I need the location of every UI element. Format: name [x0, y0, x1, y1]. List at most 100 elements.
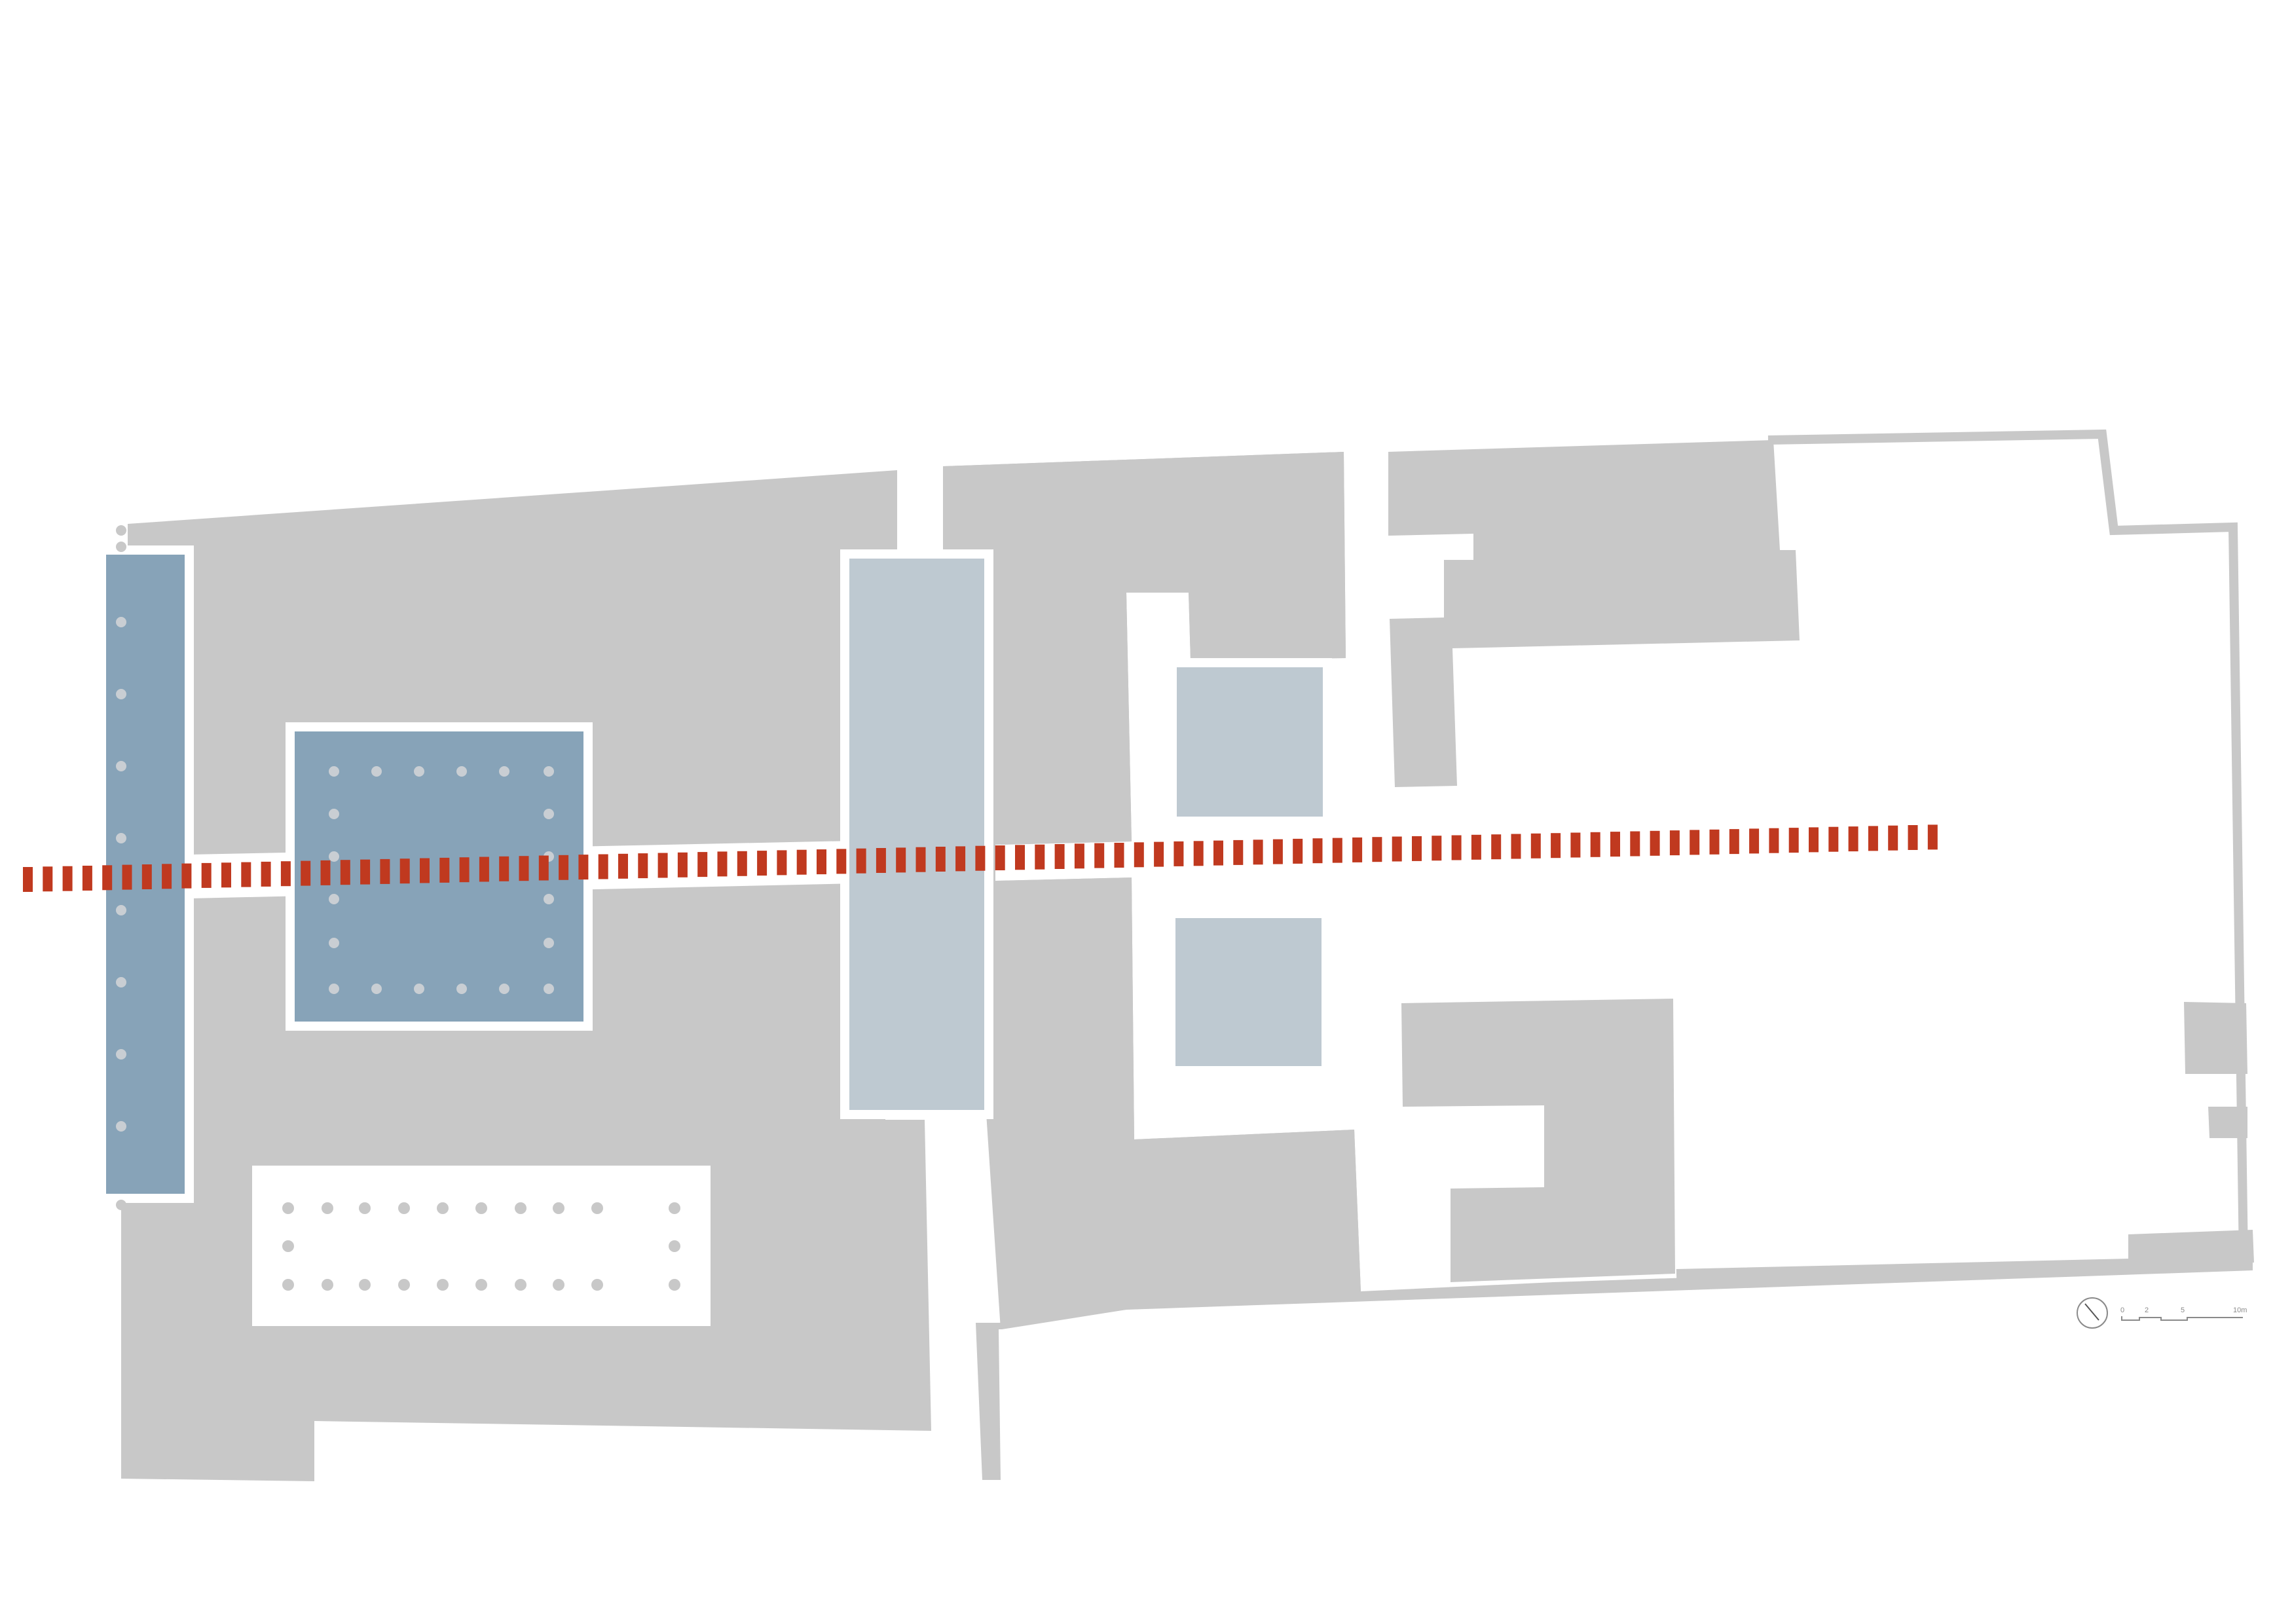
- axis-dash: [538, 855, 549, 881]
- axis-dash: [1193, 841, 1204, 866]
- column-dot: [359, 1279, 371, 1291]
- column-dot: [456, 766, 467, 777]
- axis-dash: [1352, 837, 1363, 862]
- axis-dash: [1134, 842, 1144, 868]
- axis-dash: [1868, 826, 1878, 851]
- axis-dash: [1927, 824, 1938, 850]
- column-dot: [499, 984, 509, 994]
- central-compound: [943, 452, 2253, 1480]
- column-dot: [669, 1240, 680, 1252]
- axis-dash: [459, 857, 470, 883]
- axis-dash: [82, 866, 92, 891]
- scale-tick-2: 2: [2145, 1306, 2149, 1314]
- axis-dash: [796, 849, 807, 875]
- axis-dash: [1888, 825, 1898, 851]
- column-dot: [515, 1202, 527, 1214]
- column-dot: [544, 809, 554, 819]
- axis-dash: [1650, 830, 1660, 856]
- column-dot: [371, 766, 382, 777]
- axis-dash: [717, 851, 728, 877]
- column-dot: [475, 1279, 487, 1291]
- scale-bar: 0 2 5 10m: [2120, 1306, 2247, 1321]
- axis-dash: [638, 853, 648, 879]
- axis-dash: [817, 849, 826, 875]
- column-dot: [116, 833, 126, 843]
- column-dot: [414, 984, 424, 994]
- axis-dash: [1729, 829, 1739, 855]
- axis-dash: [1094, 843, 1105, 868]
- axis-dash: [181, 863, 192, 889]
- central-compound-mass-north: [943, 452, 1346, 845]
- axis-dash: [559, 855, 569, 880]
- axis-dash: [1253, 840, 1263, 865]
- column-dot: [414, 766, 424, 777]
- axis-dash: [1154, 841, 1164, 867]
- colonnade-court: [252, 1166, 711, 1326]
- east-pavilion-south: [1166, 909, 1331, 1075]
- column-dot: [116, 689, 126, 699]
- axis-dash: [1570, 832, 1581, 858]
- ceremonial-axis-line: [23, 824, 1938, 892]
- axis-dash: [1610, 832, 1620, 857]
- scale-tick-0: 0: [2120, 1306, 2124, 1314]
- column-dot: [515, 1279, 527, 1291]
- axis-dash: [677, 852, 688, 877]
- column-dot: [116, 525, 126, 536]
- column-dot: [371, 984, 382, 994]
- column-dot: [591, 1202, 603, 1214]
- column-dot: [322, 1279, 333, 1291]
- central-compound-mass-south: [1001, 877, 1361, 1324]
- west-long-hall: [97, 545, 194, 1203]
- axis-dash: [1908, 825, 1918, 850]
- column-dot: [544, 984, 554, 994]
- column-dot: [116, 542, 126, 552]
- axis-dash: [1432, 836, 1442, 861]
- column-dot: [398, 1279, 410, 1291]
- column-dot: [116, 617, 126, 627]
- scale-tick-10m: 10m: [2233, 1306, 2247, 1314]
- column-dot: [398, 1202, 410, 1214]
- axis-dash: [1848, 826, 1858, 852]
- axis-dash: [1530, 833, 1541, 858]
- axis-dash: [777, 850, 787, 876]
- axis-dash: [618, 853, 628, 879]
- column-dot: [116, 1121, 126, 1132]
- axis-dash: [1709, 829, 1720, 855]
- axis-dash: [896, 847, 906, 873]
- axis-dash: [1590, 832, 1600, 857]
- axis-dash: [241, 862, 251, 887]
- axis-dash: [1392, 836, 1402, 862]
- scale-bar-line: [2121, 1316, 2243, 1321]
- axis-dash: [102, 865, 113, 891]
- column-dot: [329, 938, 339, 948]
- axis-dash: [1451, 835, 1462, 860]
- axis-dash: [856, 848, 866, 874]
- axis-dash: [280, 861, 291, 887]
- axis-dash: [578, 855, 589, 880]
- axis-dash: [122, 864, 132, 890]
- axis-dash: [420, 858, 430, 883]
- axis-dash: [1293, 838, 1303, 864]
- east-enclosure-outline: [1676, 429, 2249, 1278]
- column-dot: [553, 1279, 564, 1291]
- axis-dash: [23, 867, 33, 892]
- axis-dash: [737, 851, 747, 876]
- axis-dash: [221, 862, 231, 888]
- column-dot: [553, 1202, 564, 1214]
- north-alley-gap: [897, 452, 942, 557]
- column-dot: [116, 1200, 126, 1210]
- colonnade-court-columns: [282, 1202, 680, 1291]
- axis-dash: [1312, 838, 1323, 864]
- column-dot: [591, 1279, 603, 1291]
- column-dot: [499, 766, 509, 777]
- axis-dash: [1630, 831, 1640, 857]
- column-dot: [329, 766, 339, 777]
- axis-dash: [975, 845, 986, 871]
- north-alley-gap-east: [1348, 445, 1387, 537]
- axis-dash: [1074, 843, 1084, 869]
- column-dot: [669, 1279, 680, 1291]
- column-dot: [116, 977, 126, 987]
- column-dot: [329, 984, 339, 994]
- axis-dash: [876, 848, 886, 873]
- axis-dash: [1809, 827, 1819, 853]
